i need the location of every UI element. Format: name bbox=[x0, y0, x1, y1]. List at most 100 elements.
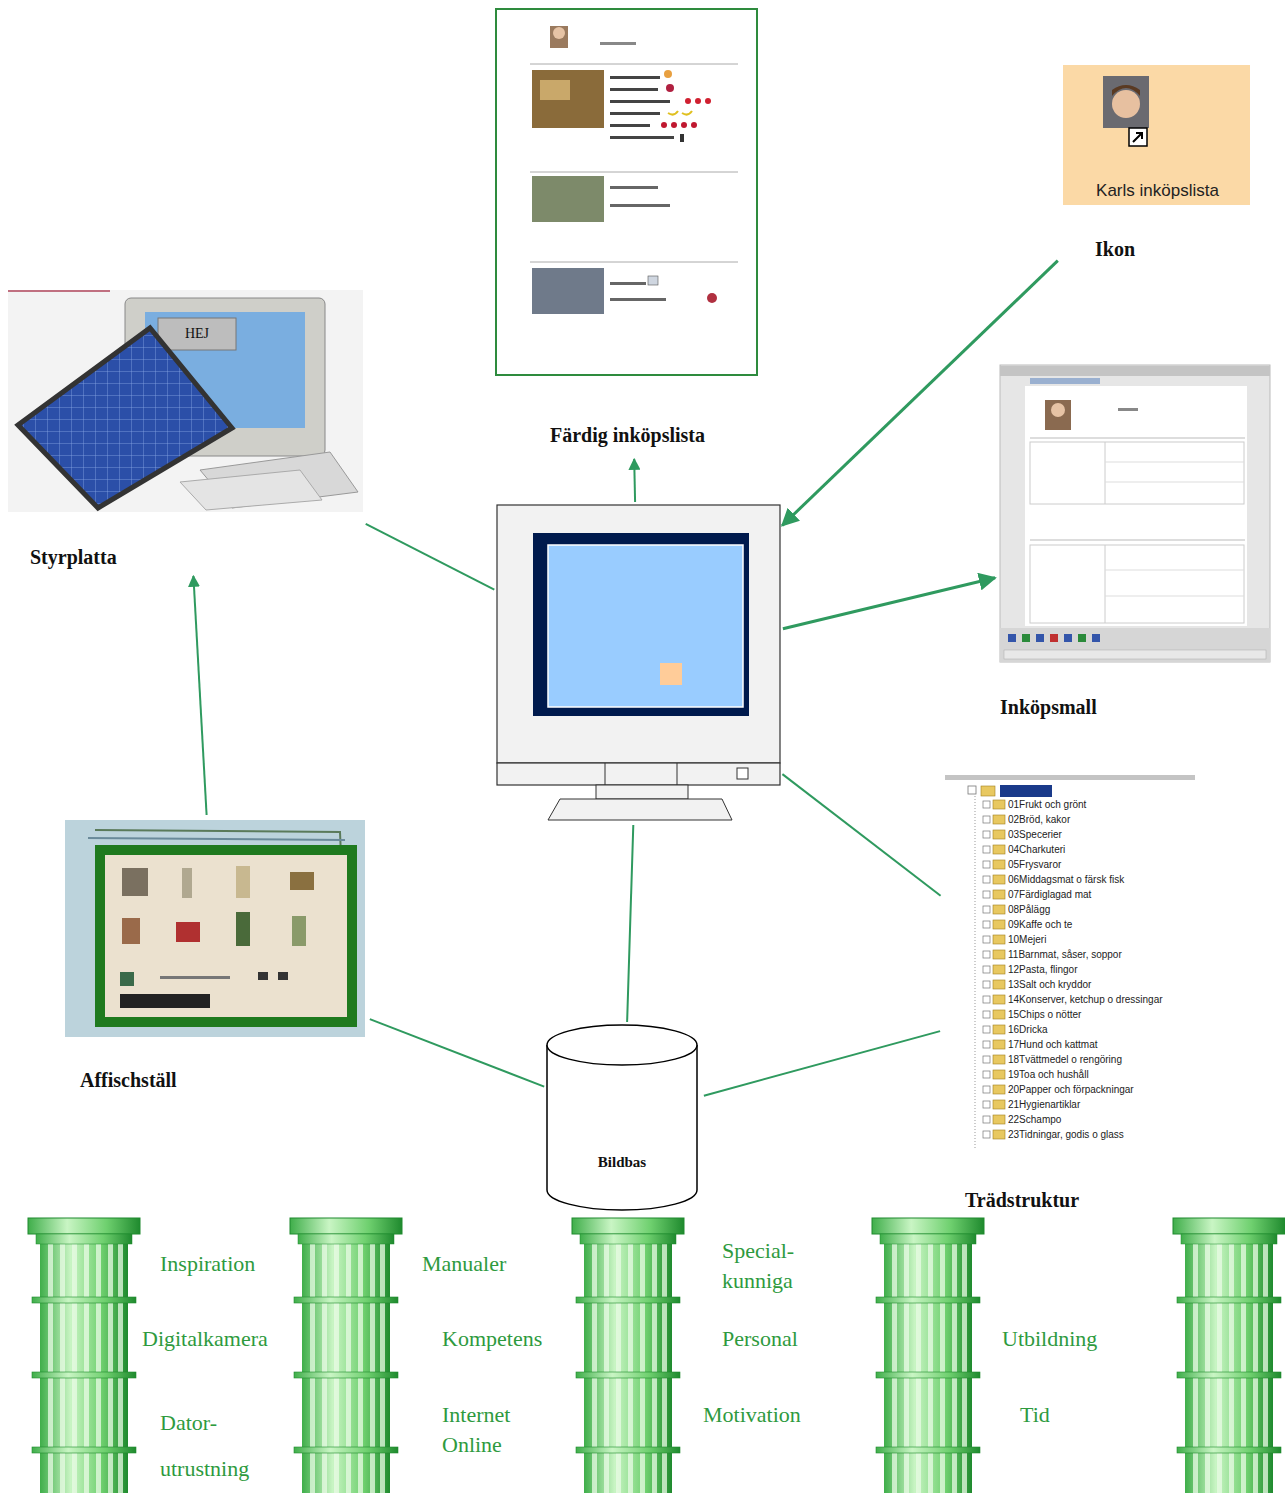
text-bar bbox=[1118, 408, 1138, 411]
tool-icon bbox=[1092, 634, 1100, 642]
rule bbox=[1105, 570, 1244, 571]
avatar-face bbox=[553, 27, 565, 39]
tree-item: 22Schampo bbox=[1008, 1112, 1193, 1127]
expand-box bbox=[983, 846, 990, 853]
tree-item: 17Hund och kattmat bbox=[1008, 1037, 1193, 1052]
connector-line bbox=[782, 774, 940, 896]
tree-top-bar bbox=[945, 775, 1195, 780]
tree-item: 13Salt och kryddor bbox=[1008, 977, 1193, 992]
caption: Trädstruktur bbox=[965, 1188, 1165, 1212]
connector-line bbox=[370, 1019, 544, 1087]
caption: Affischställ bbox=[80, 1068, 280, 1092]
folder-icon bbox=[981, 786, 995, 796]
tool-icon bbox=[1036, 634, 1044, 642]
folder-icon bbox=[993, 800, 1005, 809]
pillar bbox=[1173, 1218, 1285, 1493]
tree-item: 12Pasta, flingor bbox=[1008, 962, 1193, 977]
photo-frame bbox=[1103, 76, 1149, 128]
text-bar bbox=[610, 124, 650, 127]
item-icon bbox=[648, 276, 658, 285]
pillar bbox=[872, 1218, 984, 1493]
item-icon bbox=[682, 111, 692, 115]
overlay-sheet bbox=[180, 470, 322, 510]
product-image bbox=[176, 922, 200, 942]
avatar bbox=[550, 26, 568, 48]
database-cylinder bbox=[547, 1025, 697, 1210]
rule bbox=[1030, 540, 1245, 541]
expand-box bbox=[983, 801, 990, 808]
caption: Färdig inköpslista bbox=[495, 423, 760, 447]
template-page bbox=[1025, 386, 1247, 626]
expand-box bbox=[983, 1086, 990, 1093]
panel-divider bbox=[677, 763, 678, 785]
tool-icon bbox=[1022, 634, 1030, 642]
folder-icon bbox=[993, 980, 1005, 989]
item-icon bbox=[666, 84, 674, 92]
expand-box bbox=[983, 906, 990, 913]
product-image bbox=[258, 972, 268, 980]
hair bbox=[1112, 85, 1140, 96]
folder-icon bbox=[993, 890, 1005, 899]
support-label: Manualer bbox=[422, 1249, 552, 1279]
connector-line bbox=[704, 1031, 940, 1096]
monitor-panel bbox=[497, 763, 780, 785]
monitor-case bbox=[497, 505, 780, 763]
product-image bbox=[120, 972, 134, 986]
caption: Styrplatta bbox=[30, 545, 180, 569]
computer bbox=[497, 505, 780, 820]
expand-box bbox=[983, 816, 990, 823]
text-bar bbox=[160, 976, 230, 979]
shortcut-box bbox=[1129, 128, 1147, 146]
text-bar bbox=[610, 88, 658, 91]
product-image bbox=[290, 872, 314, 890]
photo-ground bbox=[65, 820, 365, 1037]
expand-box bbox=[983, 891, 990, 898]
text-bar bbox=[600, 42, 636, 45]
folder-tree: 01Frukt och grönt02Bröd, kakor03Specerie… bbox=[943, 773, 1198, 1218]
expand-box bbox=[983, 921, 990, 928]
tree-item: 19Toa och hushåll bbox=[1008, 1067, 1193, 1082]
tree-item: 14Konserver, ketchup o dressingar bbox=[1008, 992, 1193, 1007]
text-bar bbox=[610, 136, 674, 139]
tree-item: 02Bröd, kakor bbox=[1008, 812, 1193, 827]
rule bbox=[1105, 462, 1244, 463]
store-photo bbox=[532, 70, 604, 128]
poster-stand-photo bbox=[65, 820, 365, 1037]
touch-pad bbox=[18, 328, 232, 508]
folder-icon bbox=[993, 830, 1005, 839]
item-icon bbox=[707, 293, 717, 303]
tree-item: 18Tvättmedel o rengöring bbox=[1008, 1052, 1193, 1067]
shopping-list: Färdig inköpslista bbox=[495, 8, 764, 456]
support-label: Dator- utrustning bbox=[160, 1400, 278, 1492]
divider bbox=[530, 64, 738, 65]
template-screenshot bbox=[1000, 365, 1270, 662]
item-icon bbox=[671, 122, 677, 128]
avatar-face bbox=[1051, 403, 1065, 417]
tree-item: 09Kaffe och te bbox=[1008, 917, 1193, 932]
support-label: Internet Online bbox=[442, 1400, 534, 1460]
expand-box bbox=[983, 1011, 990, 1018]
tree-item: 20Papper och förpackningar bbox=[1008, 1082, 1193, 1097]
support-label: Motivation bbox=[703, 1400, 853, 1430]
folder-icon bbox=[993, 965, 1005, 974]
text-bar bbox=[610, 112, 660, 115]
folder-icon bbox=[993, 1085, 1005, 1094]
folder-icon bbox=[993, 1040, 1005, 1049]
folder-icon bbox=[993, 815, 1005, 824]
tree-item: 11Barnmat, såser, soppor bbox=[1008, 947, 1193, 962]
tree-item: 08Pålägg bbox=[1008, 902, 1193, 917]
expand-box bbox=[983, 1116, 990, 1123]
stand-frame bbox=[88, 838, 345, 840]
expand-box bbox=[968, 786, 976, 794]
expand-box bbox=[983, 1131, 990, 1138]
expand-box bbox=[983, 936, 990, 943]
store-photo-detail bbox=[540, 80, 570, 100]
tree-item: 23Tidningar, godis o glass bbox=[1008, 1127, 1193, 1142]
title-bar bbox=[1000, 366, 1270, 376]
product-image bbox=[122, 868, 148, 896]
tree-item: 15Chips o nötter bbox=[1008, 1007, 1193, 1022]
tree-item: 16Dricka bbox=[1008, 1022, 1193, 1037]
expand-box bbox=[983, 1056, 990, 1063]
desktop-icon bbox=[660, 663, 682, 685]
